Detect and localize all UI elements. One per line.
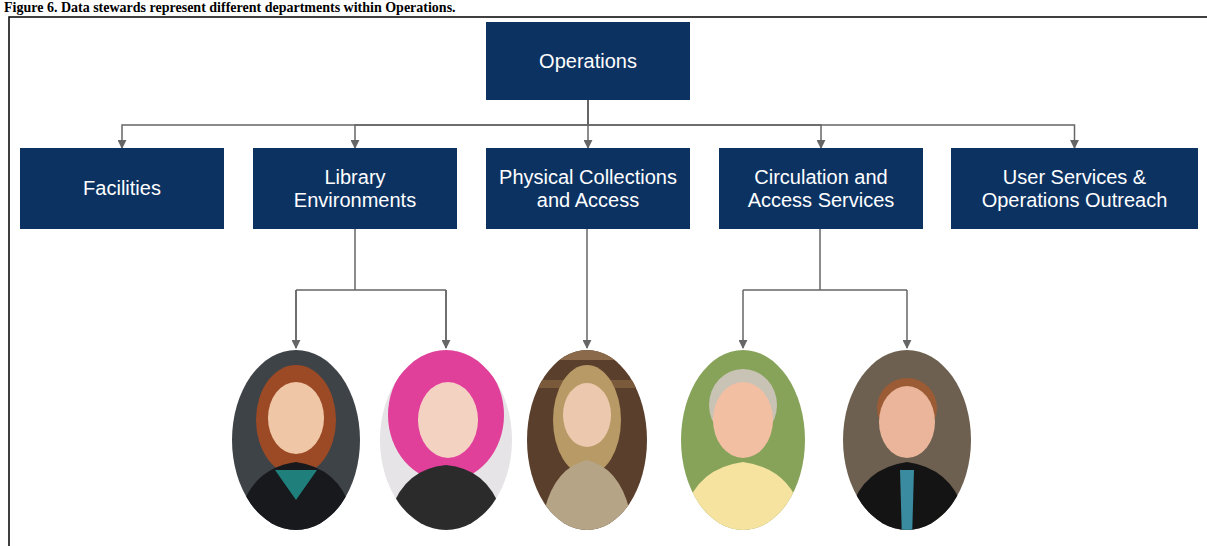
connector — [122, 100, 588, 148]
root-box: Operations — [486, 22, 690, 100]
steward-photo — [220, 340, 380, 540]
steward-photo — [370, 340, 530, 540]
department-box: Circulation and Access Services — [719, 148, 923, 229]
steward-photo — [670, 340, 820, 540]
box-label: Facilities — [83, 177, 161, 200]
connector — [355, 100, 588, 148]
department-box: Physical Collections and Access — [486, 148, 690, 229]
box-label: Library Environments — [263, 166, 447, 212]
steward-photo — [520, 340, 660, 540]
department-box: User Services & Operations Outreach — [951, 148, 1198, 229]
connector — [588, 100, 1075, 148]
department-box: Library Environments — [253, 148, 457, 229]
box-label: Physical Collections and Access — [496, 166, 680, 212]
figure-frame — [9, 17, 1207, 546]
box-label: Operations — [539, 50, 637, 73]
department-box: Facilities — [20, 148, 224, 229]
steward-photo — [835, 340, 985, 540]
box-label: User Services & Operations Outreach — [961, 166, 1188, 212]
figure-caption: Figure 6. Data stewards represent differ… — [4, 0, 460, 15]
box-label: Circulation and Access Services — [729, 166, 913, 212]
steward-lines — [296, 229, 907, 348]
connector — [588, 100, 821, 148]
